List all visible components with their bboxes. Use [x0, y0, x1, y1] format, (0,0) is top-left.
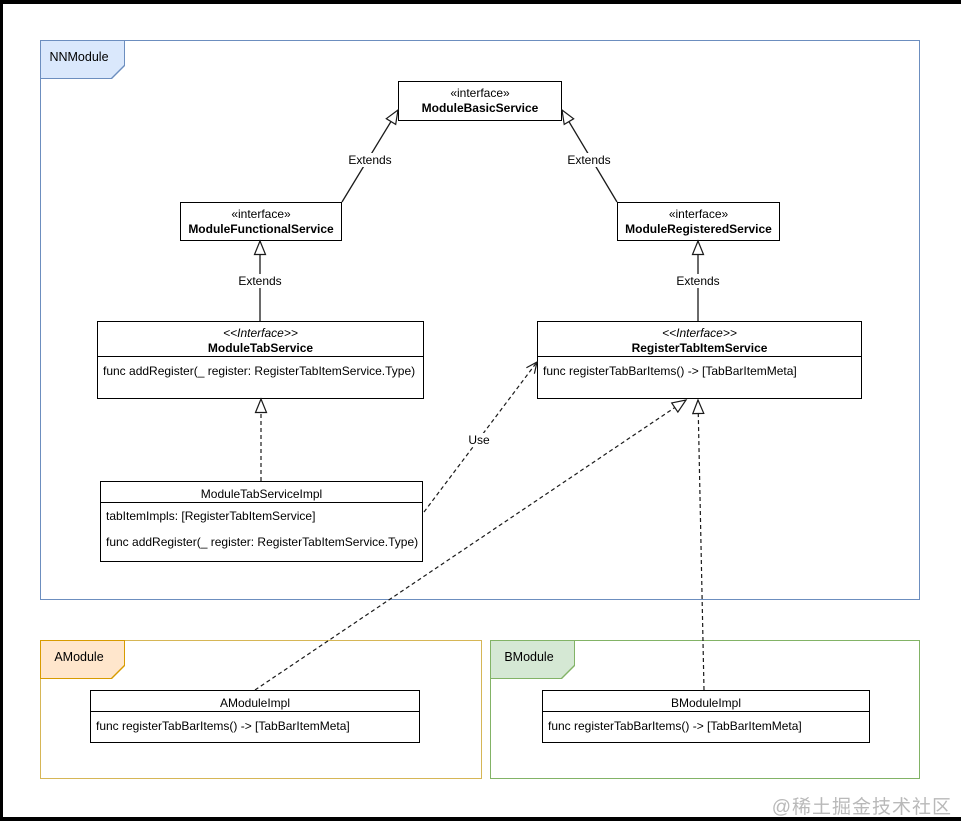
stereotype-label: <<Interface>> — [223, 326, 298, 340]
class-members: func registerTabBarItems() -> [TabBarIte… — [91, 711, 419, 742]
amodule-tab-fill — [41, 641, 124, 678]
class-header: «interface» ModuleRegisteredService — [618, 203, 779, 237]
stereotype-label: <<Interface>> — [662, 326, 737, 340]
class-module-tab-service-impl: ModuleTabServiceImpl tabItemImpls: [Regi… — [100, 481, 423, 562]
class-member: func registerTabBarItems() -> [TabBarIte… — [96, 719, 350, 733]
class-header: «interface» ModuleBasicService — [399, 82, 561, 116]
frame-top-border — [0, 0, 961, 4]
class-header: <<Interface>> RegisterTabItemService — [538, 322, 861, 356]
class-module-tab-service: <<Interface>> ModuleTabService func addR… — [97, 321, 424, 399]
frame-left-border — [0, 0, 3, 821]
edge-label-extends: Extends — [673, 274, 723, 288]
edge-label-extends: Extends — [564, 153, 614, 167]
watermark-text: @稀土掘金技术社区 — [771, 797, 952, 818]
class-module-registered-service: «interface» ModuleRegisteredService — [617, 202, 780, 241]
class-members: func registerTabBarItems() -> [TabBarIte… — [538, 356, 861, 398]
nnmodule-label-tab: NNModule — [40, 40, 125, 79]
nnmodule-tab-fill — [41, 41, 124, 78]
class-member: func registerTabBarItems() -> [TabBarIte… — [543, 364, 797, 378]
class-header: ModuleTabServiceImpl — [101, 482, 422, 502]
class-a-module-impl: AModuleImpl func registerTabBarItems() -… — [90, 690, 420, 743]
class-register-tab-item-service: <<Interface>> RegisterTabItemService fun… — [537, 321, 862, 399]
class-module-basic-service: «interface» ModuleBasicService — [398, 81, 562, 121]
frame-bottom-border — [0, 817, 961, 821]
class-name: ModuleTabService — [207, 341, 314, 355]
nnmodule-label: NNModule — [49, 50, 109, 64]
class-name: ModuleFunctionalService — [188, 222, 334, 236]
edge-label-use: Use — [465, 433, 493, 447]
edge-label-extends: Extends — [235, 274, 285, 288]
class-header: «interface» ModuleFunctionalService — [181, 203, 341, 237]
class-b-module-impl: BModuleImpl func registerTabBarItems() -… — [542, 690, 870, 743]
class-name: ModuleTabServiceImpl — [200, 487, 323, 501]
class-module-functional-service: «interface» ModuleFunctionalService — [180, 202, 342, 241]
class-name: ModuleRegisteredService — [625, 222, 772, 236]
class-name: RegisterTabItemService — [631, 341, 768, 355]
bmodule-label: BModule — [504, 650, 554, 664]
class-member: func addRegister(_ register: RegisterTab… — [106, 535, 419, 549]
stereotype-label: «interface» — [450, 86, 510, 100]
class-name: AModuleImpl — [219, 696, 291, 710]
class-members: func registerTabBarItems() -> [TabBarIte… — [543, 711, 869, 742]
amodule-label-tab: AModule — [40, 640, 125, 679]
class-name: ModuleBasicService — [421, 101, 539, 115]
class-member: func registerTabBarItems() -> [TabBarIte… — [548, 719, 802, 733]
class-header: AModuleImpl — [91, 691, 419, 711]
class-header: <<Interface>> ModuleTabService — [98, 322, 423, 356]
stereotype-label: «interface» — [668, 207, 729, 221]
bmodule-label-tab: BModule — [490, 640, 575, 679]
class-members: func addRegister(_ register: RegisterTab… — [98, 356, 423, 398]
class-member: tabItemImpls: [RegisterTabItemService] — [106, 509, 316, 523]
class-members: tabItemImpls: [RegisterTabItemService] f… — [101, 502, 422, 561]
class-header: BModuleImpl — [543, 691, 869, 711]
class-member: func addRegister(_ register: RegisterTab… — [103, 364, 416, 378]
amodule-label: AModule — [54, 650, 104, 664]
class-name: BModuleImpl — [670, 696, 742, 710]
stereotype-label: «interface» — [231, 207, 291, 221]
edge-label-extends: Extends — [345, 153, 395, 167]
